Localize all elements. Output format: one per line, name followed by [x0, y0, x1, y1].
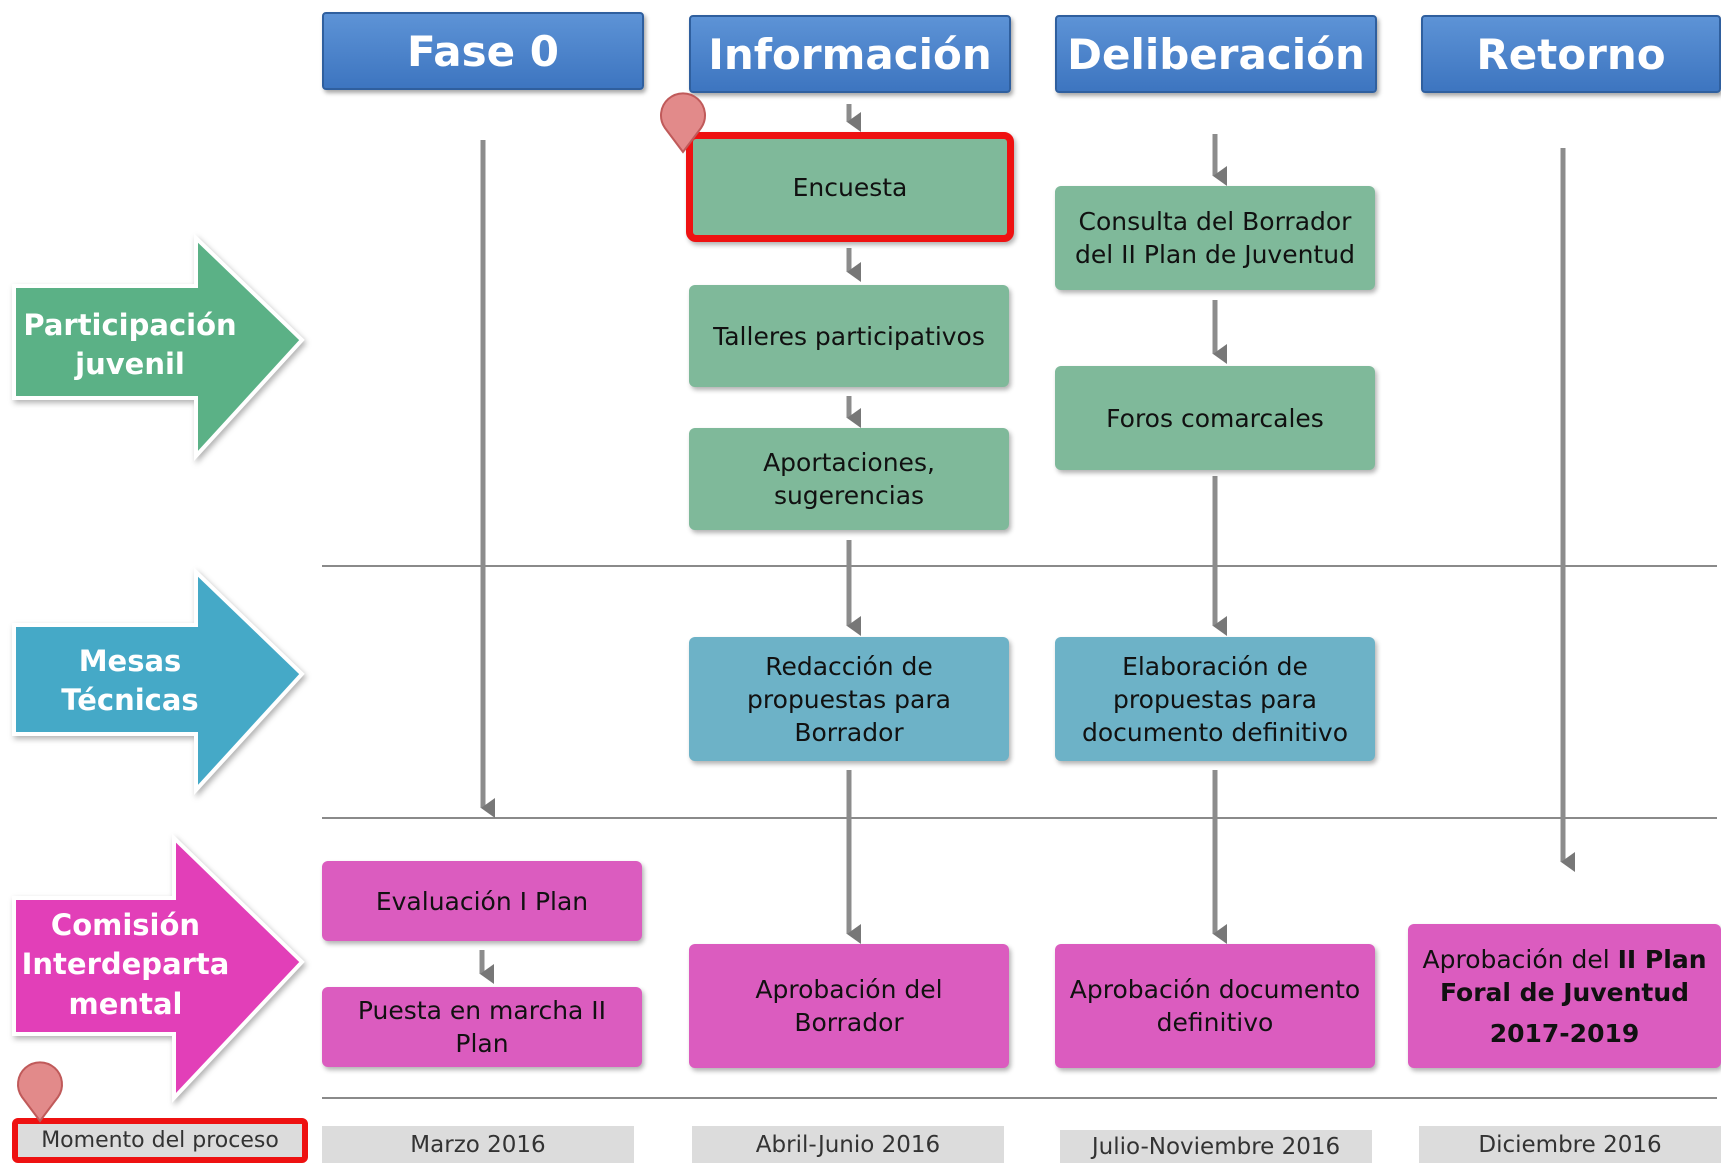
- aprobacion-plan-years: 2017-2019: [1489, 1018, 1640, 1048]
- aprobacion-plan-bold: II Plan Foral de Juventud: [1439, 944, 1707, 1007]
- phase-header-informacion: Información: [689, 15, 1011, 93]
- box-elaboracion: Elaboración de propuestas para documento…: [1055, 637, 1375, 761]
- phase-header-fase-0: Fase 0: [322, 12, 644, 90]
- separator-line: [322, 1097, 1717, 1099]
- box-aprobacion-plan: Aprobación del II Plan Foral de Juventud…: [1408, 924, 1721, 1068]
- phase-header-deliberacion: Deliberación: [1055, 15, 1377, 93]
- legend-momento-del-proceso: Momento del proceso: [12, 1118, 308, 1163]
- date-retorno: Diciembre 2016: [1419, 1126, 1721, 1163]
- row-label-tables: Mesas Técnicas: [61, 643, 199, 717]
- box-encuesta: Encuesta: [686, 132, 1014, 242]
- separator-line: [322, 565, 1717, 567]
- separator-line: [322, 817, 1717, 819]
- tables-arrow: [12, 567, 305, 796]
- location-pin-icon: [660, 92, 706, 154]
- box-foros: Foros comarcales: [1055, 366, 1375, 470]
- date-fase-0: Marzo 2016: [322, 1126, 634, 1163]
- phase-header-retorno: Retorno: [1421, 15, 1721, 93]
- row-label-participation: Participación juvenil: [23, 307, 237, 381]
- commission-arrow: [12, 833, 305, 1104]
- box-redaccion: Redacción de propuestas para Borrador: [689, 637, 1009, 761]
- date-deliberacion: Julio-Noviembre 2016: [1060, 1130, 1372, 1163]
- date-informacion: Abril-Junio 2016: [692, 1126, 1004, 1163]
- box-puesta-en-marcha: Puesta en marcha II Plan: [322, 987, 642, 1067]
- box-aprobacion-documento: Aprobación documento definitivo: [1055, 944, 1375, 1068]
- participation-arrow: [12, 233, 305, 462]
- box-consulta: Consulta del Borrador del II Plan de Juv…: [1055, 186, 1375, 290]
- box-aprobacion-borrador: Aprobación del Borrador: [689, 944, 1009, 1068]
- aprobacion-plan-text: Aprobación del II Plan Foral de Juventud: [1416, 943, 1713, 1009]
- location-pin-icon: [17, 1061, 63, 1123]
- aprobacion-plan-prefix: Aprobación del: [1422, 944, 1610, 974]
- box-talleres: Talleres participativos: [689, 285, 1009, 387]
- box-evaluacion: Evaluación I Plan: [322, 861, 642, 941]
- box-aportaciones: Aportaciones, sugerencias: [689, 428, 1009, 530]
- row-label-commission: Comisión Interdeparta mental: [21, 908, 230, 1021]
